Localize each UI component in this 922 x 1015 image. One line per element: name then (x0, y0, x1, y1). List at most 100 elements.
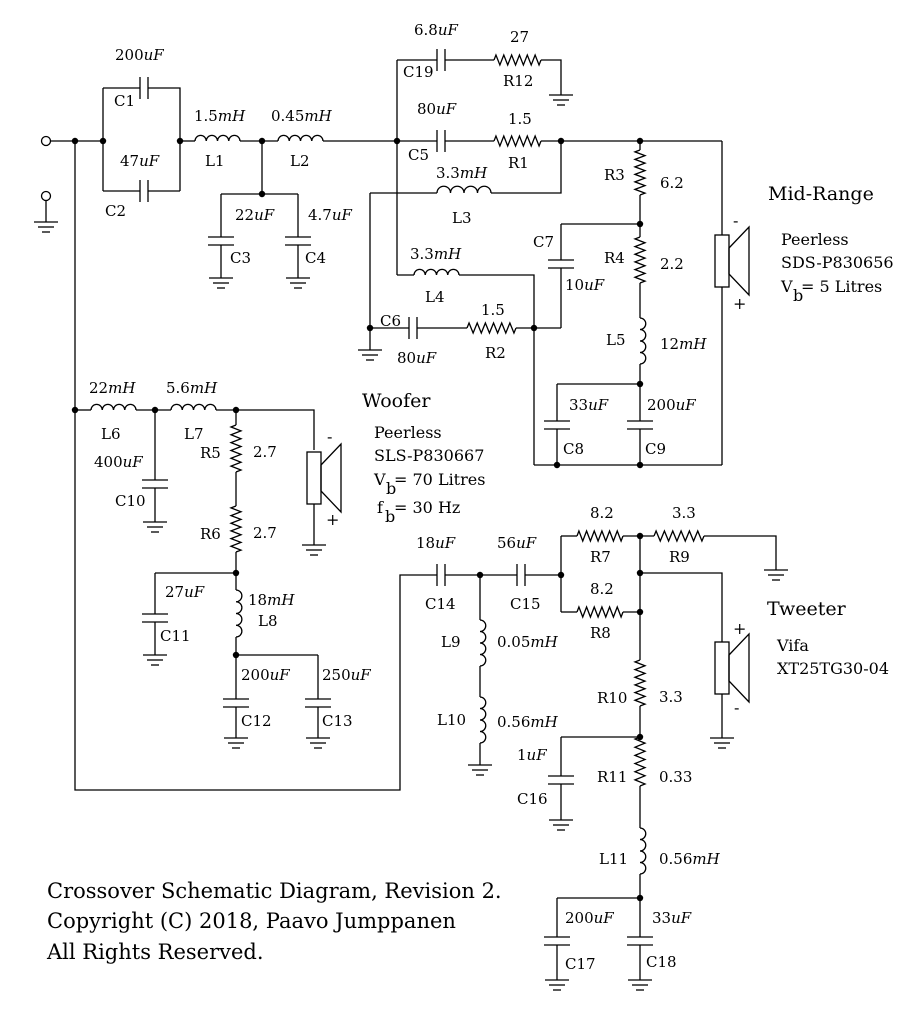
junction-dot (476, 571, 484, 579)
capacitor-c10 (142, 479, 168, 489)
woofer-vb-value: = 70 Litres (394, 470, 485, 489)
junction-dot (636, 220, 644, 228)
tweeter-plus: + (733, 619, 746, 638)
input-ground (34, 221, 58, 233)
r6-ref: R6 (200, 525, 221, 543)
capacitor-c4 (285, 236, 311, 246)
c18-value: 33uF (652, 909, 692, 927)
junction-dot (71, 137, 79, 145)
c9-value: 200uF (647, 396, 696, 414)
junction-dot (232, 651, 240, 659)
tweeter-speaker (714, 632, 750, 704)
junction-dot (71, 406, 79, 414)
wire (704, 535, 777, 570)
capacitor-c19 (436, 49, 446, 71)
junction-dot (176, 137, 184, 145)
c3-ref: C3 (230, 249, 251, 267)
r3-ref: R3 (604, 166, 625, 184)
l6-value: 22mH (89, 379, 136, 397)
woofer-fb-value: = 30 Hz (394, 498, 460, 517)
r12-value: 27 (510, 28, 529, 46)
c13-value: 250uF (322, 666, 371, 684)
woofer-brand: Peerless (374, 423, 442, 442)
l5-ref: L5 (606, 331, 626, 349)
components (34, 49, 788, 991)
wire (216, 409, 315, 450)
resistor-r7 (576, 529, 624, 543)
c4-ref: C4 (305, 249, 326, 267)
c1-value: 200uF (115, 46, 164, 64)
c3-value: 22uF (235, 206, 275, 224)
c10-value: 400uF (94, 453, 143, 471)
junction-dot (232, 406, 240, 414)
c15-value: 56uF (497, 534, 537, 552)
midrange-model: SDS-P830656 (781, 253, 894, 272)
junction-dot (636, 608, 644, 616)
c19-value: 6.8uF (414, 21, 459, 39)
r8-ref: R8 (590, 624, 611, 642)
capacitor-c1 (139, 77, 149, 99)
wire (640, 572, 723, 642)
inductor-l7 (170, 403, 217, 411)
ground-midrange (358, 349, 382, 361)
c10-ref: C10 (115, 492, 146, 510)
l1-value: 1.5mH (194, 107, 246, 125)
c2-ref: C2 (105, 202, 126, 220)
ground-c17 (545, 979, 569, 991)
junction-dot (151, 406, 159, 414)
c17-value: 200uF (565, 909, 614, 927)
c5-value: 80uF (417, 100, 457, 118)
inductor-l3 (436, 185, 492, 194)
l2-ref: L2 (290, 152, 310, 170)
c12-value: 200uF (241, 666, 290, 684)
ground-c10 (143, 521, 167, 533)
caption-line-1: Crossover Schematic Diagram, Revision 2. (47, 879, 502, 903)
ground-woofer (302, 544, 326, 556)
midrange-title: Mid-Range (768, 183, 874, 205)
midrange-plus: + (733, 294, 746, 313)
c18-ref: C18 (646, 953, 677, 971)
woofer-fb-f: f (377, 498, 384, 517)
inductor-l1 (194, 134, 241, 142)
l3-ref: L3 (452, 209, 472, 227)
wire (148, 87, 181, 191)
junction-dot (636, 137, 644, 145)
c1-ref: C1 (114, 92, 135, 110)
junction-dot (636, 569, 644, 577)
capacitor-c15 (516, 564, 526, 586)
r8-value: 8.2 (590, 580, 614, 598)
l7-ref: L7 (184, 425, 204, 443)
capacitor-c6 (408, 317, 418, 339)
c14-value: 18uF (416, 534, 456, 552)
wire (459, 274, 535, 465)
c7-ref: C7 (533, 233, 554, 251)
c7-value: 10uF (565, 276, 605, 294)
r11-ref: R11 (597, 768, 627, 786)
r7-ref: R7 (590, 548, 611, 566)
midrange-vb-v: V (780, 277, 793, 296)
l8-ref: L8 (258, 612, 278, 630)
wire (74, 141, 437, 791)
junction-dot (393, 137, 401, 145)
r6-value: 2.7 (253, 524, 277, 542)
junction-dot (557, 137, 565, 145)
c16-ref: C16 (517, 790, 548, 808)
c15-ref: C15 (510, 595, 541, 613)
inductor-l5 (639, 317, 647, 365)
junction-dot (636, 461, 644, 469)
l8-value: 18mH (248, 591, 295, 609)
l3-value: 3.3mH (436, 164, 488, 182)
l9-ref: L9 (441, 633, 461, 651)
junction-dot (258, 137, 266, 145)
c19-ref: C19 (403, 63, 434, 81)
junction-dot (258, 190, 266, 198)
tweeter-model: XT25TG30-04 (777, 659, 889, 678)
capacitor-c11 (142, 613, 168, 623)
ground-r9 (764, 569, 788, 581)
c4-value: 4.7uF (308, 206, 353, 224)
junction-dot (636, 532, 644, 540)
junction-dot (99, 137, 107, 145)
inductor-l2 (277, 134, 324, 142)
r5-value: 2.7 (253, 443, 277, 461)
